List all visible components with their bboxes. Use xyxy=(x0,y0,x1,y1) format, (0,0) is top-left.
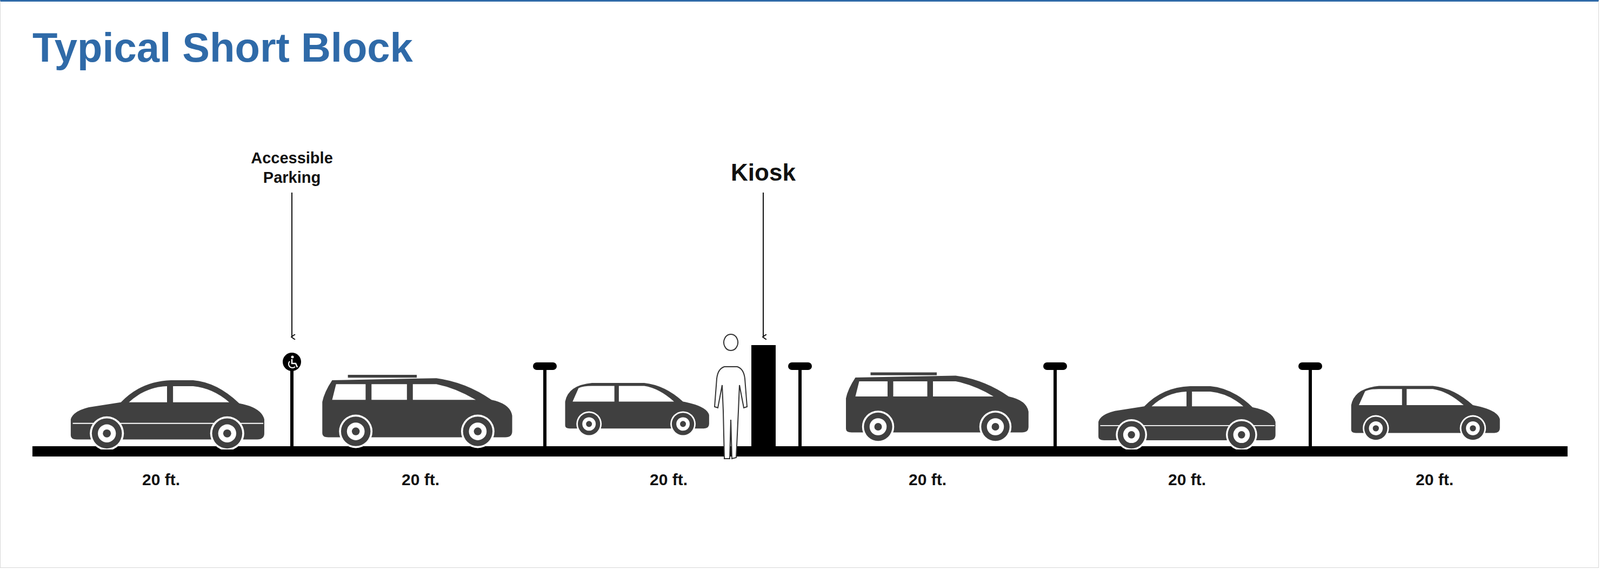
car xyxy=(845,373,1029,443)
dimension-label: 20 ft. xyxy=(1380,469,1489,490)
dimension-label: 20 ft. xyxy=(873,469,982,490)
car xyxy=(1098,385,1276,451)
accessible-sign xyxy=(282,352,302,371)
meter-posts xyxy=(290,361,1323,448)
car xyxy=(1351,385,1500,442)
dimension-label: 20 ft. xyxy=(614,469,723,490)
car xyxy=(70,380,265,451)
callout-label: Accessible Parking xyxy=(237,148,346,188)
dimension-label: 20 ft. xyxy=(107,469,216,490)
dimension-label: 20 ft. xyxy=(1132,469,1242,490)
car xyxy=(322,376,512,449)
callout-label: Kiosk xyxy=(703,157,823,188)
leader-line xyxy=(291,192,293,337)
car xyxy=(565,382,710,437)
pedestrian xyxy=(714,334,748,459)
page-title: Typical Short Block xyxy=(32,23,413,71)
kiosk-box xyxy=(751,344,776,448)
leader-line xyxy=(762,192,764,337)
dimension-label: 20 ft. xyxy=(366,469,475,490)
